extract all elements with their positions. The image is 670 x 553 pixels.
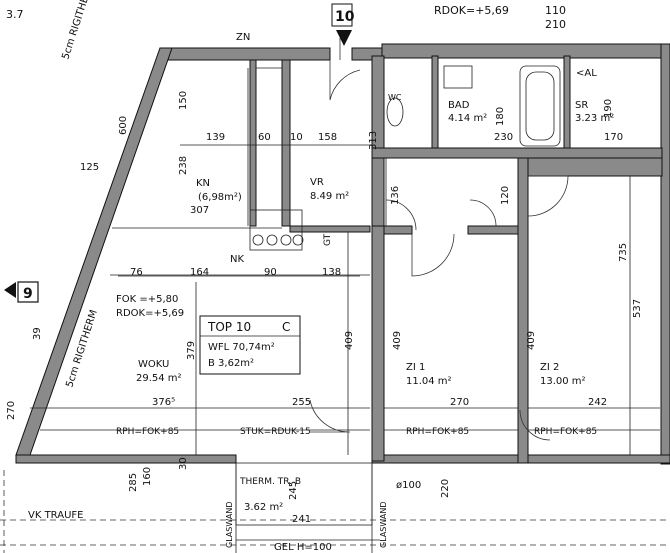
- dim-238: 238: [178, 156, 189, 175]
- dim-735: 735: [618, 243, 629, 262]
- unit-info-box: [199, 315, 301, 375]
- glaswand-left: GLASWAND: [225, 502, 234, 548]
- interior-lines: [30, 65, 660, 553]
- dim-379: 379: [186, 341, 197, 360]
- bath-name: BAD: [448, 100, 470, 111]
- bath-area: 4.14 m²: [448, 113, 487, 124]
- num-110: 110: [545, 4, 566, 17]
- dim-537: 537: [632, 299, 643, 318]
- dim-409b: 409: [392, 331, 403, 350]
- storage-name: SR: [575, 100, 588, 111]
- hallway-name: VR: [310, 177, 324, 188]
- balcony-name: THERM. TR. B: [239, 477, 301, 487]
- dim-10: 10: [290, 132, 303, 143]
- room2-name: ZI 2: [540, 362, 559, 373]
- balcony-dim: 241: [292, 514, 311, 525]
- dim-409c: 409: [526, 331, 537, 350]
- glaswand-right: GLASWAND: [379, 502, 388, 548]
- wc-name: WC: [388, 93, 402, 102]
- dim-125: 125: [80, 162, 99, 173]
- rph-room1: RPH=FOK+85: [406, 427, 469, 437]
- dim-230: 230: [494, 132, 513, 143]
- dim-39: 39: [32, 327, 43, 340]
- gt-label: GT: [323, 233, 333, 246]
- dim-180: 180: [495, 107, 506, 126]
- rigitherm-top: 5cm RIGITHERM: [60, 0, 95, 61]
- dim-190: 190: [603, 99, 614, 118]
- unit-type: C: [282, 320, 290, 334]
- dim-220: 220: [440, 479, 451, 498]
- room2-area: 13.00 m²: [540, 376, 586, 387]
- rdok-top-label: RDOK=+5,69: [434, 4, 509, 17]
- dim-90: 90: [264, 267, 277, 278]
- unit-b: B 3,62m²: [208, 358, 254, 369]
- dim-409a: 409: [344, 331, 355, 350]
- dim-158: 158: [318, 132, 337, 143]
- entry-marker: [336, 30, 352, 46]
- kitchen-dim: 307: [190, 205, 209, 216]
- dim-255: 255: [292, 397, 311, 408]
- unit-marker-label: 10: [335, 9, 355, 25]
- rph-living: RPH=FOK+85: [116, 427, 179, 437]
- dim-136: 136: [390, 186, 401, 205]
- labels: RDOK=+5,69 10 110 210 ZN 3.7 KN (6,98m²)…: [6, 0, 643, 553]
- dim-150: 150: [178, 91, 189, 110]
- marker-9-box: [17, 281, 39, 303]
- dim-600: 600: [118, 116, 129, 135]
- dim-139: 139: [206, 132, 225, 143]
- dim-242: 242: [588, 397, 607, 408]
- dim-270: 270: [450, 397, 469, 408]
- dim-313: 313: [368, 131, 379, 150]
- marker-9-arrow: [4, 282, 16, 298]
- rph-room2: RPH=FOK+85: [534, 427, 597, 437]
- dim-120: 120: [500, 186, 511, 205]
- num-210: 210: [545, 18, 566, 31]
- dim-376: 376⁵: [152, 397, 175, 408]
- rdok-level: RDOK=+5,69: [116, 308, 184, 319]
- dim-160: 160: [142, 467, 153, 486]
- balcony-area: 3.62 m²: [244, 502, 283, 513]
- dim-164: 164: [190, 267, 209, 278]
- niche-name: NK: [230, 254, 244, 265]
- dim-245: 245: [288, 481, 299, 500]
- living-name: WOKU: [138, 359, 169, 370]
- dim-76: 76: [130, 267, 143, 278]
- zn-label: ZN: [236, 32, 250, 43]
- unit-wfl: WFL 70,74m²: [208, 342, 275, 353]
- stuk-label: STUK=RDUK-15: [240, 427, 311, 437]
- dim-170: 170: [604, 132, 623, 143]
- left-top-num: 3.7: [6, 8, 24, 21]
- room1-area: 11.04 m²: [406, 376, 452, 387]
- walls: [15, 43, 670, 465]
- unit-title: TOP 10: [207, 320, 251, 334]
- dim-100: ø100: [396, 480, 421, 491]
- gel-label: GEL H=100: [274, 542, 332, 553]
- dim-270-left: 270: [6, 401, 17, 420]
- marker-9-label: 9: [23, 286, 33, 302]
- hallway-area: 8.49 m²: [310, 191, 349, 202]
- dim-30: 30: [178, 457, 189, 470]
- unit-marker-box: [331, 3, 353, 27]
- dim-60: 60: [258, 132, 271, 143]
- al-label: <AL: [576, 68, 597, 79]
- dashed-lines: [0, 470, 670, 553]
- doors: [309, 38, 569, 441]
- dim-138: 138: [322, 267, 341, 278]
- kitchen-name: KN: [196, 178, 210, 189]
- living-area: 29.54 m²: [136, 373, 182, 384]
- room1-name: ZI 1: [406, 362, 425, 373]
- kitchen-area: (6,98m²): [198, 192, 242, 203]
- storage-area: 3.23 m²: [575, 113, 614, 124]
- fok-level: FOK =+5,80: [116, 294, 178, 305]
- dim-285: 285: [128, 473, 139, 492]
- vk-traufe-label: VK TRAUFE: [28, 510, 83, 521]
